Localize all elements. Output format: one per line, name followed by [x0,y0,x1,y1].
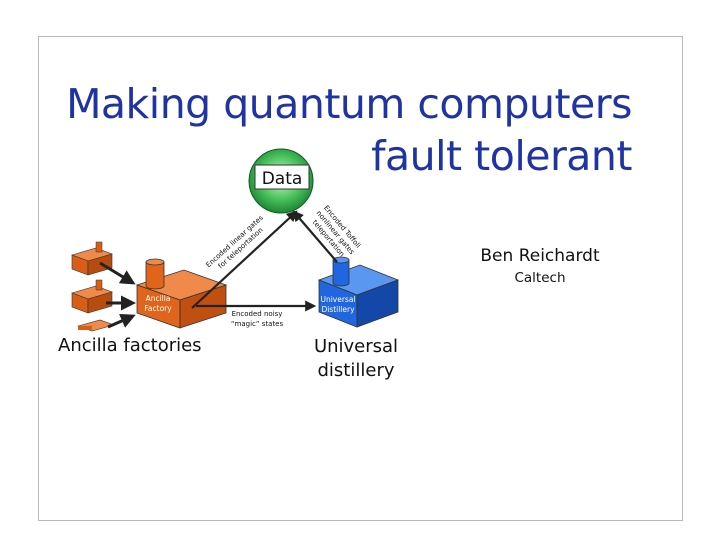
author-name: Ben Reichardt [480,246,600,266]
author-affiliation: Caltech [514,270,566,286]
edge-label-toffoli: Encoded Toffoli nonlinear gates teleport… [311,204,362,258]
feed-arrow-1 [99,261,136,285]
edge-label-linear-1: Encoded linear gates [205,214,266,270]
edge-label-magic-2: “magic” states [231,320,284,328]
ancilla-factory-label-2: Factory [144,304,172,313]
universal-distillery-box: Universal Distillery [317,256,400,328]
caption-universal-distillery: Universal distillery [296,335,416,383]
small-factory-2 [71,279,113,314]
title-line-1: Making quantum computers [66,80,632,128]
caption-universal-line-2: distillery [317,360,395,381]
small-factory-1 [71,241,113,276]
universal-distillery-label-1: Universal [320,295,355,304]
slide-frame [38,36,683,521]
caption-universal-line-1: Universal [313,336,399,357]
universal-distillery-label-2: Distillery [321,305,355,314]
caption-ancilla-factories: Ancilla factories [58,335,202,356]
edge-label-magic-1: Encoded noisy [232,310,283,318]
ancilla-factory-label-1: Ancilla [146,294,171,303]
slide-title: Making quantum computers fault tolerant [66,78,632,182]
data-node: Data [248,148,314,214]
arrow-distillery-to-data [292,210,338,263]
feed-arrow-3 [107,313,136,329]
ancilla-factory-box: Ancilla Factory [135,258,228,329]
arrow-factory-to-data [191,210,298,309]
title-line-2: fault tolerant [371,132,632,180]
data-node-label: Data [262,169,303,189]
